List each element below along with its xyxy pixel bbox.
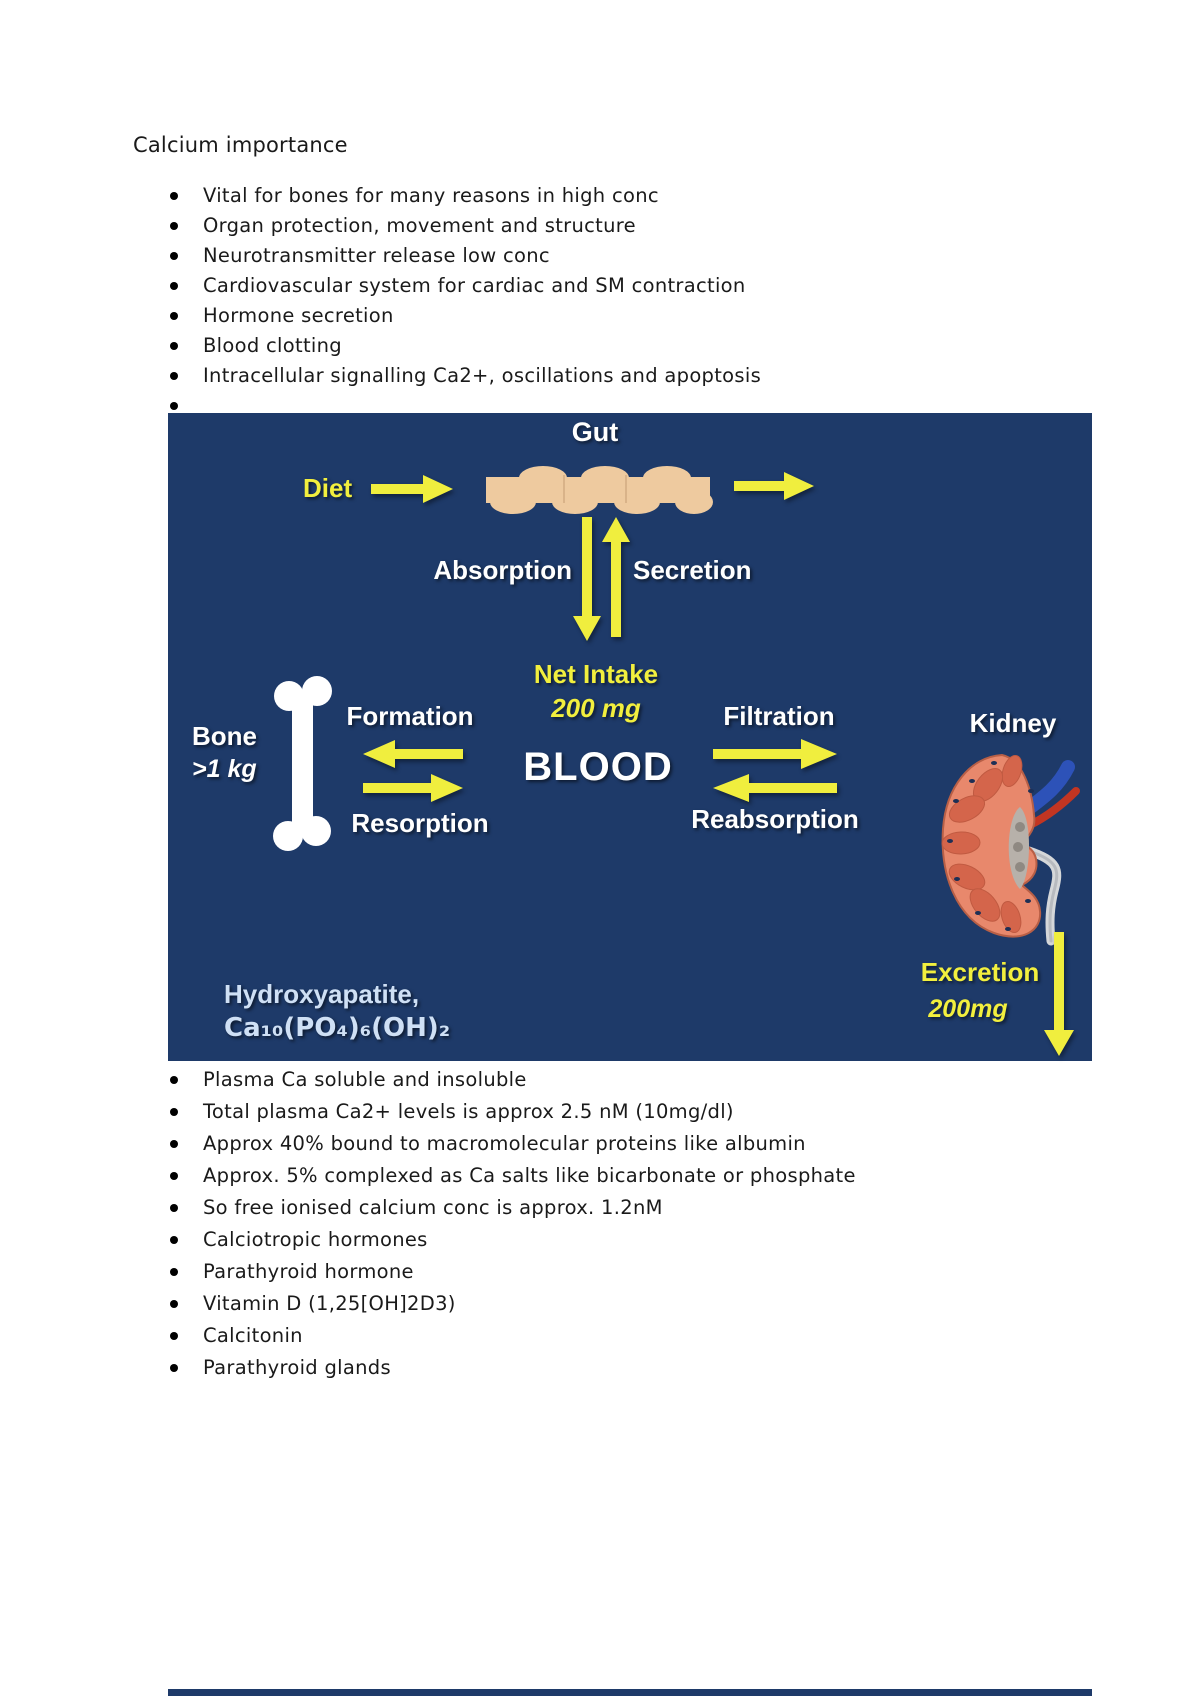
page-title: Calcium importance [133, 133, 348, 157]
list-item: Plasma Ca soluble and insoluble [166, 1064, 856, 1096]
list-item: Blood clotting [166, 331, 761, 361]
list-item: Intracellular signalling Ca2+, oscillati… [166, 361, 761, 391]
list-item: Calciotropic hormones [166, 1224, 856, 1256]
hydroxyapatite-formula: Ca₁₀(PO₄)₆(OH)₂ [224, 1013, 451, 1043]
list-item: Calcitonin [166, 1320, 856, 1352]
absorption-label: Absorption [433, 555, 572, 585]
secretion-label: Secretion [633, 555, 752, 585]
gut-label: Gut [571, 417, 619, 447]
bone-label: Bone [192, 721, 257, 751]
list-item: Total plasma Ca2+ levels is approx 2.5 n… [166, 1096, 856, 1128]
list-item: Vitamin D (1,25[OH]2D3) [166, 1288, 856, 1320]
list-item: Parathyroid hormone [166, 1256, 856, 1288]
filtration-label: Filtration [723, 701, 835, 731]
bone-illustration [273, 676, 332, 851]
diet-arrow [371, 475, 453, 503]
net-intake-label: Net Intake [533, 659, 659, 689]
gut-output-arrow [734, 472, 814, 500]
bullet-list-bottom: Plasma Ca soluble and insoluble Total pl… [166, 1064, 856, 1384]
list-item: Parathyroid glands [166, 1352, 856, 1384]
list-item: Hormone secretion [166, 301, 761, 331]
excretion-down-arrow [1044, 932, 1074, 1056]
list-item: Approx 40% bound to macromolecular prote… [166, 1128, 856, 1160]
absorption-down-arrow [573, 517, 601, 641]
excretion-value: 200mg [928, 995, 1008, 1023]
resorption-right-arrow [363, 774, 463, 802]
formation-left-arrow [363, 740, 463, 768]
net-intake-value: 200 mg [551, 693, 641, 723]
list-item: Cardiovascular system for cardiac and SM… [166, 271, 761, 301]
list-item: Neurotransmitter release low conc [166, 241, 761, 271]
gut-illustration [486, 466, 713, 514]
list-item: Organ protection, movement and structure [166, 211, 761, 241]
list-item: Vital for bones for many reasons in high… [166, 181, 761, 211]
reabsorption-label: Reabsorption [691, 804, 859, 834]
list-item-empty [166, 391, 761, 421]
formation-label: Formation [346, 701, 474, 731]
secretion-up-arrow [602, 517, 630, 637]
excretion-label: Excretion [920, 957, 1040, 987]
resorption-label: Resorption [351, 808, 489, 838]
list-item: So free ionised calcium conc is approx. … [166, 1192, 856, 1224]
blood-label: BLOOD [523, 745, 673, 789]
hydroxyapatite-label: Hydroxyapatite, [224, 979, 420, 1009]
kidney-label: Kidney [969, 708, 1057, 738]
reabsorption-left-arrow [713, 774, 837, 802]
calcium-cycle-slide-image: Gut Diet A [168, 413, 1092, 1061]
diet-label: Diet [303, 473, 353, 503]
filtration-right-arrow [713, 739, 837, 769]
bullet-list-top: Vital for bones for many reasons in high… [166, 181, 761, 421]
list-item: Approx. 5% complexed as Ca salts like bi… [166, 1160, 856, 1192]
bone-mass-label: >1 kg [192, 755, 257, 783]
next-slide-edge [168, 1689, 1092, 1696]
kidney-illustration [941, 753, 1080, 946]
